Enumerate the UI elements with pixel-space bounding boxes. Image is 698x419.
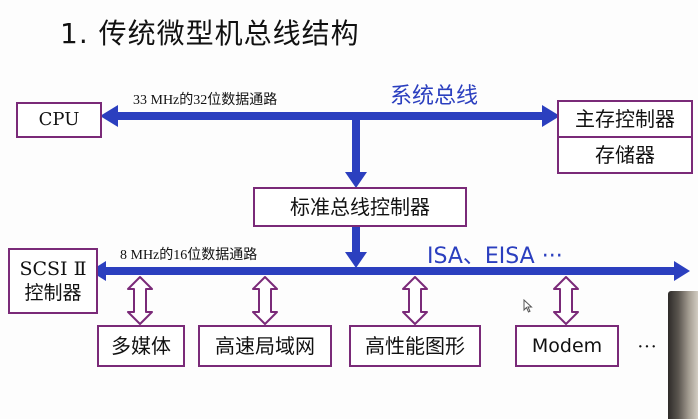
modem-box: Modem bbox=[515, 325, 619, 367]
presenter-video-thumbnail bbox=[668, 291, 698, 419]
lan-connector bbox=[252, 276, 278, 325]
memory-label: 存储器 bbox=[595, 143, 655, 167]
system-bus-name: 系统总线 bbox=[390, 84, 479, 109]
multimedia-label: 多媒体 bbox=[111, 334, 171, 358]
lan-box: 高速局域网 bbox=[198, 325, 332, 367]
scsi-controller-box: SCSI Ⅱ 控制器 bbox=[8, 248, 98, 314]
slide-title: 1. 传统微型机总线结构 bbox=[60, 17, 360, 50]
scsi-label-line1: SCSI Ⅱ bbox=[19, 258, 87, 280]
memory-box: 存储器 bbox=[557, 136, 693, 174]
controller-to-isa-arrow bbox=[345, 226, 367, 268]
system-bus bbox=[100, 105, 560, 127]
modem-label: Modem bbox=[531, 335, 603, 357]
lan-label: 高速局域网 bbox=[215, 334, 315, 358]
multimedia-box: 多媒体 bbox=[97, 325, 185, 367]
isa-bus-name: ISA、EISA ··· bbox=[427, 244, 563, 269]
mouse-cursor-icon bbox=[523, 299, 533, 313]
isa-bus bbox=[90, 261, 690, 281]
standard-bus-controller-box: 标准总线控制器 bbox=[253, 187, 467, 227]
main-memory-controller-box: 主存控制器 bbox=[557, 100, 693, 138]
more-devices-ellipsis: ··· bbox=[637, 336, 657, 358]
scsi-label-line2: 控制器 bbox=[24, 282, 82, 304]
cpu-label: CPU bbox=[38, 109, 80, 130]
multimedia-connector bbox=[127, 276, 153, 325]
graphics-connector bbox=[402, 276, 428, 325]
isa-bus-label: 8 MHz的16位数据通路 bbox=[120, 248, 258, 263]
modem-connector bbox=[553, 276, 579, 325]
graphics-label: 高性能图形 bbox=[365, 334, 465, 358]
graphics-box: 高性能图形 bbox=[349, 325, 481, 367]
system-bus-label: 33 MHz的32位数据通路 bbox=[133, 93, 278, 108]
cpu-box: CPU bbox=[16, 102, 102, 138]
standard-bus-controller-label: 标准总线控制器 bbox=[290, 195, 430, 219]
system-to-controller-arrow bbox=[345, 116, 367, 188]
main-memory-controller-label: 主存控制器 bbox=[575, 107, 675, 131]
